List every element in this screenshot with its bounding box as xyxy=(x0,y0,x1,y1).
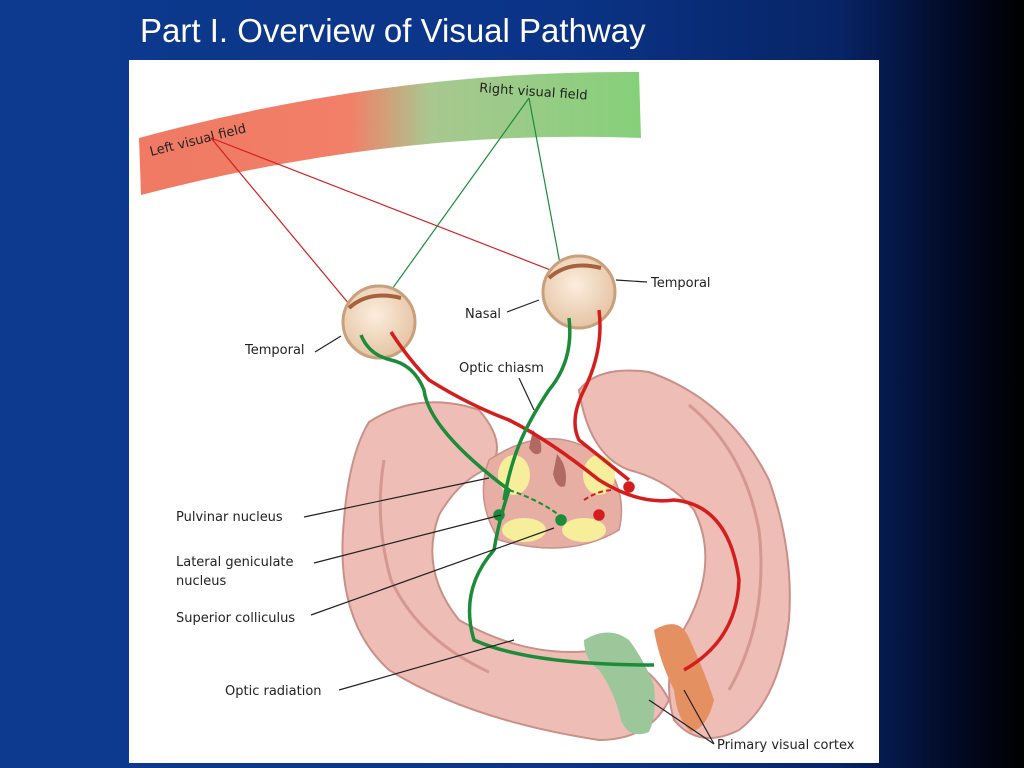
temporal-left-label: Temporal xyxy=(244,343,305,358)
primary-visual-cortex-label: Primary visual cortex xyxy=(717,738,855,753)
slide-title: Part I. Overview of Visual Pathway xyxy=(140,12,646,49)
midbrain-thalamus xyxy=(482,430,623,549)
green-pathway xyxy=(359,317,655,667)
optic-radiation-label: Optic radiation xyxy=(225,684,322,699)
lateral-geniculate-label-line2: nucleus xyxy=(176,574,226,589)
visual-cortex-right xyxy=(654,624,714,732)
temporal-right-label: Temporal xyxy=(650,276,711,291)
visual-field-band xyxy=(139,71,641,195)
nasal-label: Nasal xyxy=(465,307,501,322)
leader-lines xyxy=(303,279,715,745)
pulvinar-nucleus-label: Pulvinar nucleus xyxy=(176,510,283,525)
visual-cortex-left xyxy=(584,632,655,735)
left-eye xyxy=(341,284,417,360)
right-eye xyxy=(541,254,617,330)
visual-pathway-diagram: Left visual field Right visual field xyxy=(139,71,855,753)
lateral-geniculate-label-line1: Lateral geniculate xyxy=(176,555,294,570)
optic-chiasm-label: Optic chiasm xyxy=(459,361,544,376)
diagram-panel: Left visual field Right visual field xyxy=(129,60,879,763)
red-pathway xyxy=(389,309,741,672)
brain-right-hemisphere xyxy=(577,369,791,739)
superior-colliculus-label: Superior colliculus xyxy=(176,611,295,626)
